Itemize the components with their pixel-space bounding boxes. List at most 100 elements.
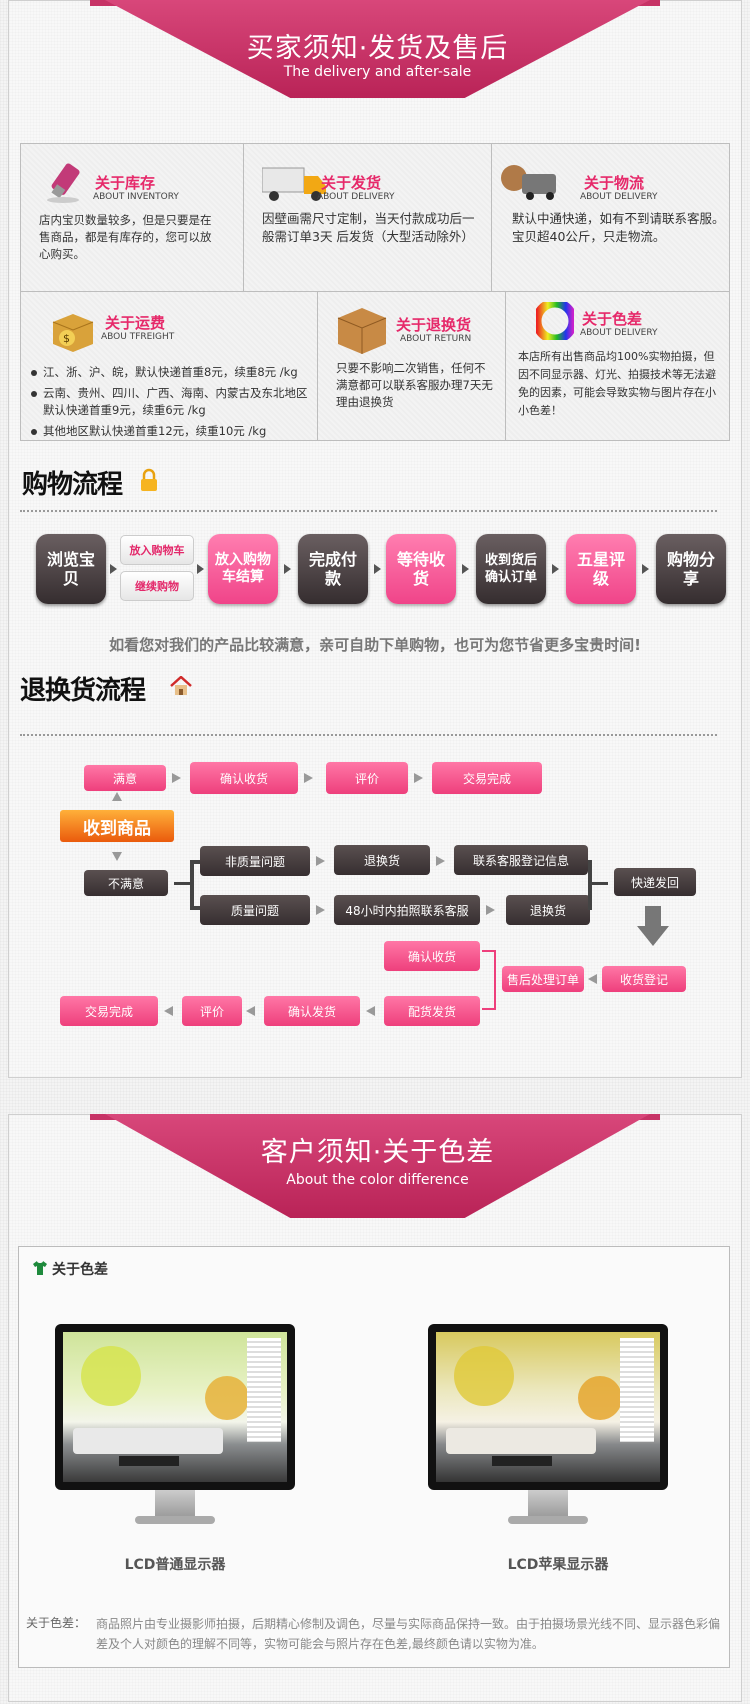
room-photo [436,1332,660,1482]
arrow-down-icon [645,906,661,928]
card-title: 关于发货 [321,174,382,192]
return-received: 收到商品 [60,810,174,842]
flow-step-rate: 五星评级 [566,534,636,604]
card-subtitle: ABOUT RETURN [400,334,472,344]
card-body: 因壁画需尺寸定制，当天付款成功后一般需订单3天 后发货（大型活动除外） [262,211,475,244]
return-express-back: 快递发回 [614,868,696,896]
list-item: 其他地区默认快递首重12元，续重10元 /kg [31,423,311,440]
arrow-icon [436,856,445,866]
arrow-up-icon [112,792,122,801]
arrow-icon [588,974,597,984]
arrow-down-icon [637,926,669,946]
shirt-icon [32,1260,48,1280]
banner-title: 买家须知·发货及售后 [246,33,509,64]
return-satisfied: 满意 [84,765,166,791]
monitor-label: LCD普通显示器 [124,1557,226,1573]
bracket-line [190,906,202,910]
card-subtitle: ABOU TFREIGHT [101,332,175,342]
bracket-line [588,860,592,910]
monitor-screen [428,1324,668,1490]
usb-drive-icon [43,158,91,210]
colordiff-note: 商品照片由专业摄影师拍摄，后期精心修制及调色，尽量与实际商品保持一致。由于拍摄场… [96,1617,721,1651]
return-flow-title: 退换货流程 [20,676,146,706]
truck-icon [261,164,330,208]
arrow-icon [552,564,559,574]
card-title: 关于色差 [582,310,643,328]
return-exchange-quality: 退换货 [506,895,590,925]
monitor-screen [55,1324,295,1490]
shopping-flow-title: 购物流程 [22,470,123,500]
arrow-icon [316,856,325,866]
colordiff-section-label: 关于色差 [52,1262,108,1278]
return-confirm-ship: 确认发货 [264,996,360,1026]
card-freight: $ 关于运费 ABOU TFREIGHT 江、浙、沪、皖，默认快递首重8元，续重… [20,291,318,441]
arrow-icon [304,773,313,783]
banner-ribbon [630,0,660,6]
arrow-down-icon [112,852,122,861]
flow-step-pay: 完成付款 [298,534,368,604]
arrow-icon [246,1006,255,1016]
card-color: 关于色差 ABOUT DELIVERY 本店所有出售商品均100%实物拍摄，但因… [505,291,730,441]
arrow-icon [172,773,181,783]
monitor-normal [55,1324,295,1524]
return-exchange: 退换货 [334,845,430,875]
card-subtitle: ABOUT DELIVERY [580,192,658,202]
arrow-icon [642,564,649,574]
arrow-icon [164,1006,173,1016]
return-done-2: 交易完成 [60,996,158,1026]
card-body: 只要不影响二次销售，任何不满意都可以联系客服办理7天无理由退换货 [336,361,493,409]
arrow-icon [462,564,469,574]
card-subtitle: ABOUT DELIVERY [317,192,395,202]
return-review-2: 评价 [182,996,242,1026]
colordiff-note-label: 关于色差： [26,1616,87,1630]
banner-subtitle: The delivery and after-sale [283,64,472,80]
bracket-line [174,882,192,885]
return-quality: 质量问题 [200,895,310,925]
flow-step-share: 购物分享 [656,534,726,604]
card-title: 关于库存 [95,174,156,192]
color-wheel-icon [532,298,578,344]
arrow-icon [316,905,325,915]
monitor-apple [428,1324,668,1524]
card-subtitle: ABOUT DELIVERY [580,328,658,338]
svg-text:$: $ [63,332,70,345]
bracket-line [190,860,194,910]
list-item: 云南、贵州、四川、广西、海南、内蒙古及东北地区默认快递首重9元，续重6元 /kg [31,385,311,419]
banner-subtitle: About the color difference [286,1172,469,1188]
card-title: 关于退换货 [396,316,472,334]
monitor-label: LCD苹果显示器 [507,1557,609,1573]
arrow-icon [110,564,117,574]
return-confirm-receipt-2: 确认收货 [384,941,480,971]
shopping-tip: 如看您对我们的产品比较满意，亲可自助下单购物，也可为您节省更多宝贵时间! [109,636,641,654]
room-photo [63,1332,287,1482]
return-dispatch: 配货发货 [384,996,480,1026]
flow-continue-shopping: 继续购物 [120,571,194,601]
return-non-quality: 非质量问题 [200,846,310,876]
card-title: 关于物流 [584,174,645,192]
card-body: 店内宝贝数量较多，但是只要是在售商品，都是有库存的，您可以放心购买。 [39,213,212,261]
card-body: 本店所有出售商品均100%实物拍摄，但因不同显示器、灯光、拍摄技术等无法避免的因… [518,350,716,417]
return-receipt-register: 收货登记 [602,966,686,992]
card-title: 关于运费 [105,314,166,332]
card-logistics: 关于物流 ABOUT DELIVERY 默认中通快递，如有不到请联系客服。宝贝超… [491,143,730,292]
freight-list: 江、浙、沪、皖，默认快递首重8元，续重8元 /kg 云南、贵州、四川、广西、海南… [31,364,311,444]
banner-title: 客户须知·关于色差 [260,1137,495,1168]
bracket-line [590,882,608,885]
divider [20,734,717,736]
flow-add-cart: 放入购物车 [120,535,194,565]
bracket-line [482,950,496,1010]
arrow-icon [414,773,423,783]
return-unsatisfied: 不满意 [84,870,168,896]
return-after-sale-order: 售后处理订单 [502,966,584,992]
divider [20,510,717,512]
return-contact-register: 联系客服登记信息 [454,845,588,875]
flow-step-browse: 浏览宝贝 [36,534,106,604]
banner-ribbon [90,1114,120,1120]
house-icon [170,675,192,700]
card-subtitle: ABOUT INVENTORY [93,192,179,202]
banner-ribbon [630,1114,660,1120]
bracket-line [190,860,202,864]
return-photo-48h: 48小时内拍照联系客服 [334,895,480,925]
arrow-icon [486,905,495,915]
flow-step-confirm: 收到货后确认订单 [476,534,546,604]
